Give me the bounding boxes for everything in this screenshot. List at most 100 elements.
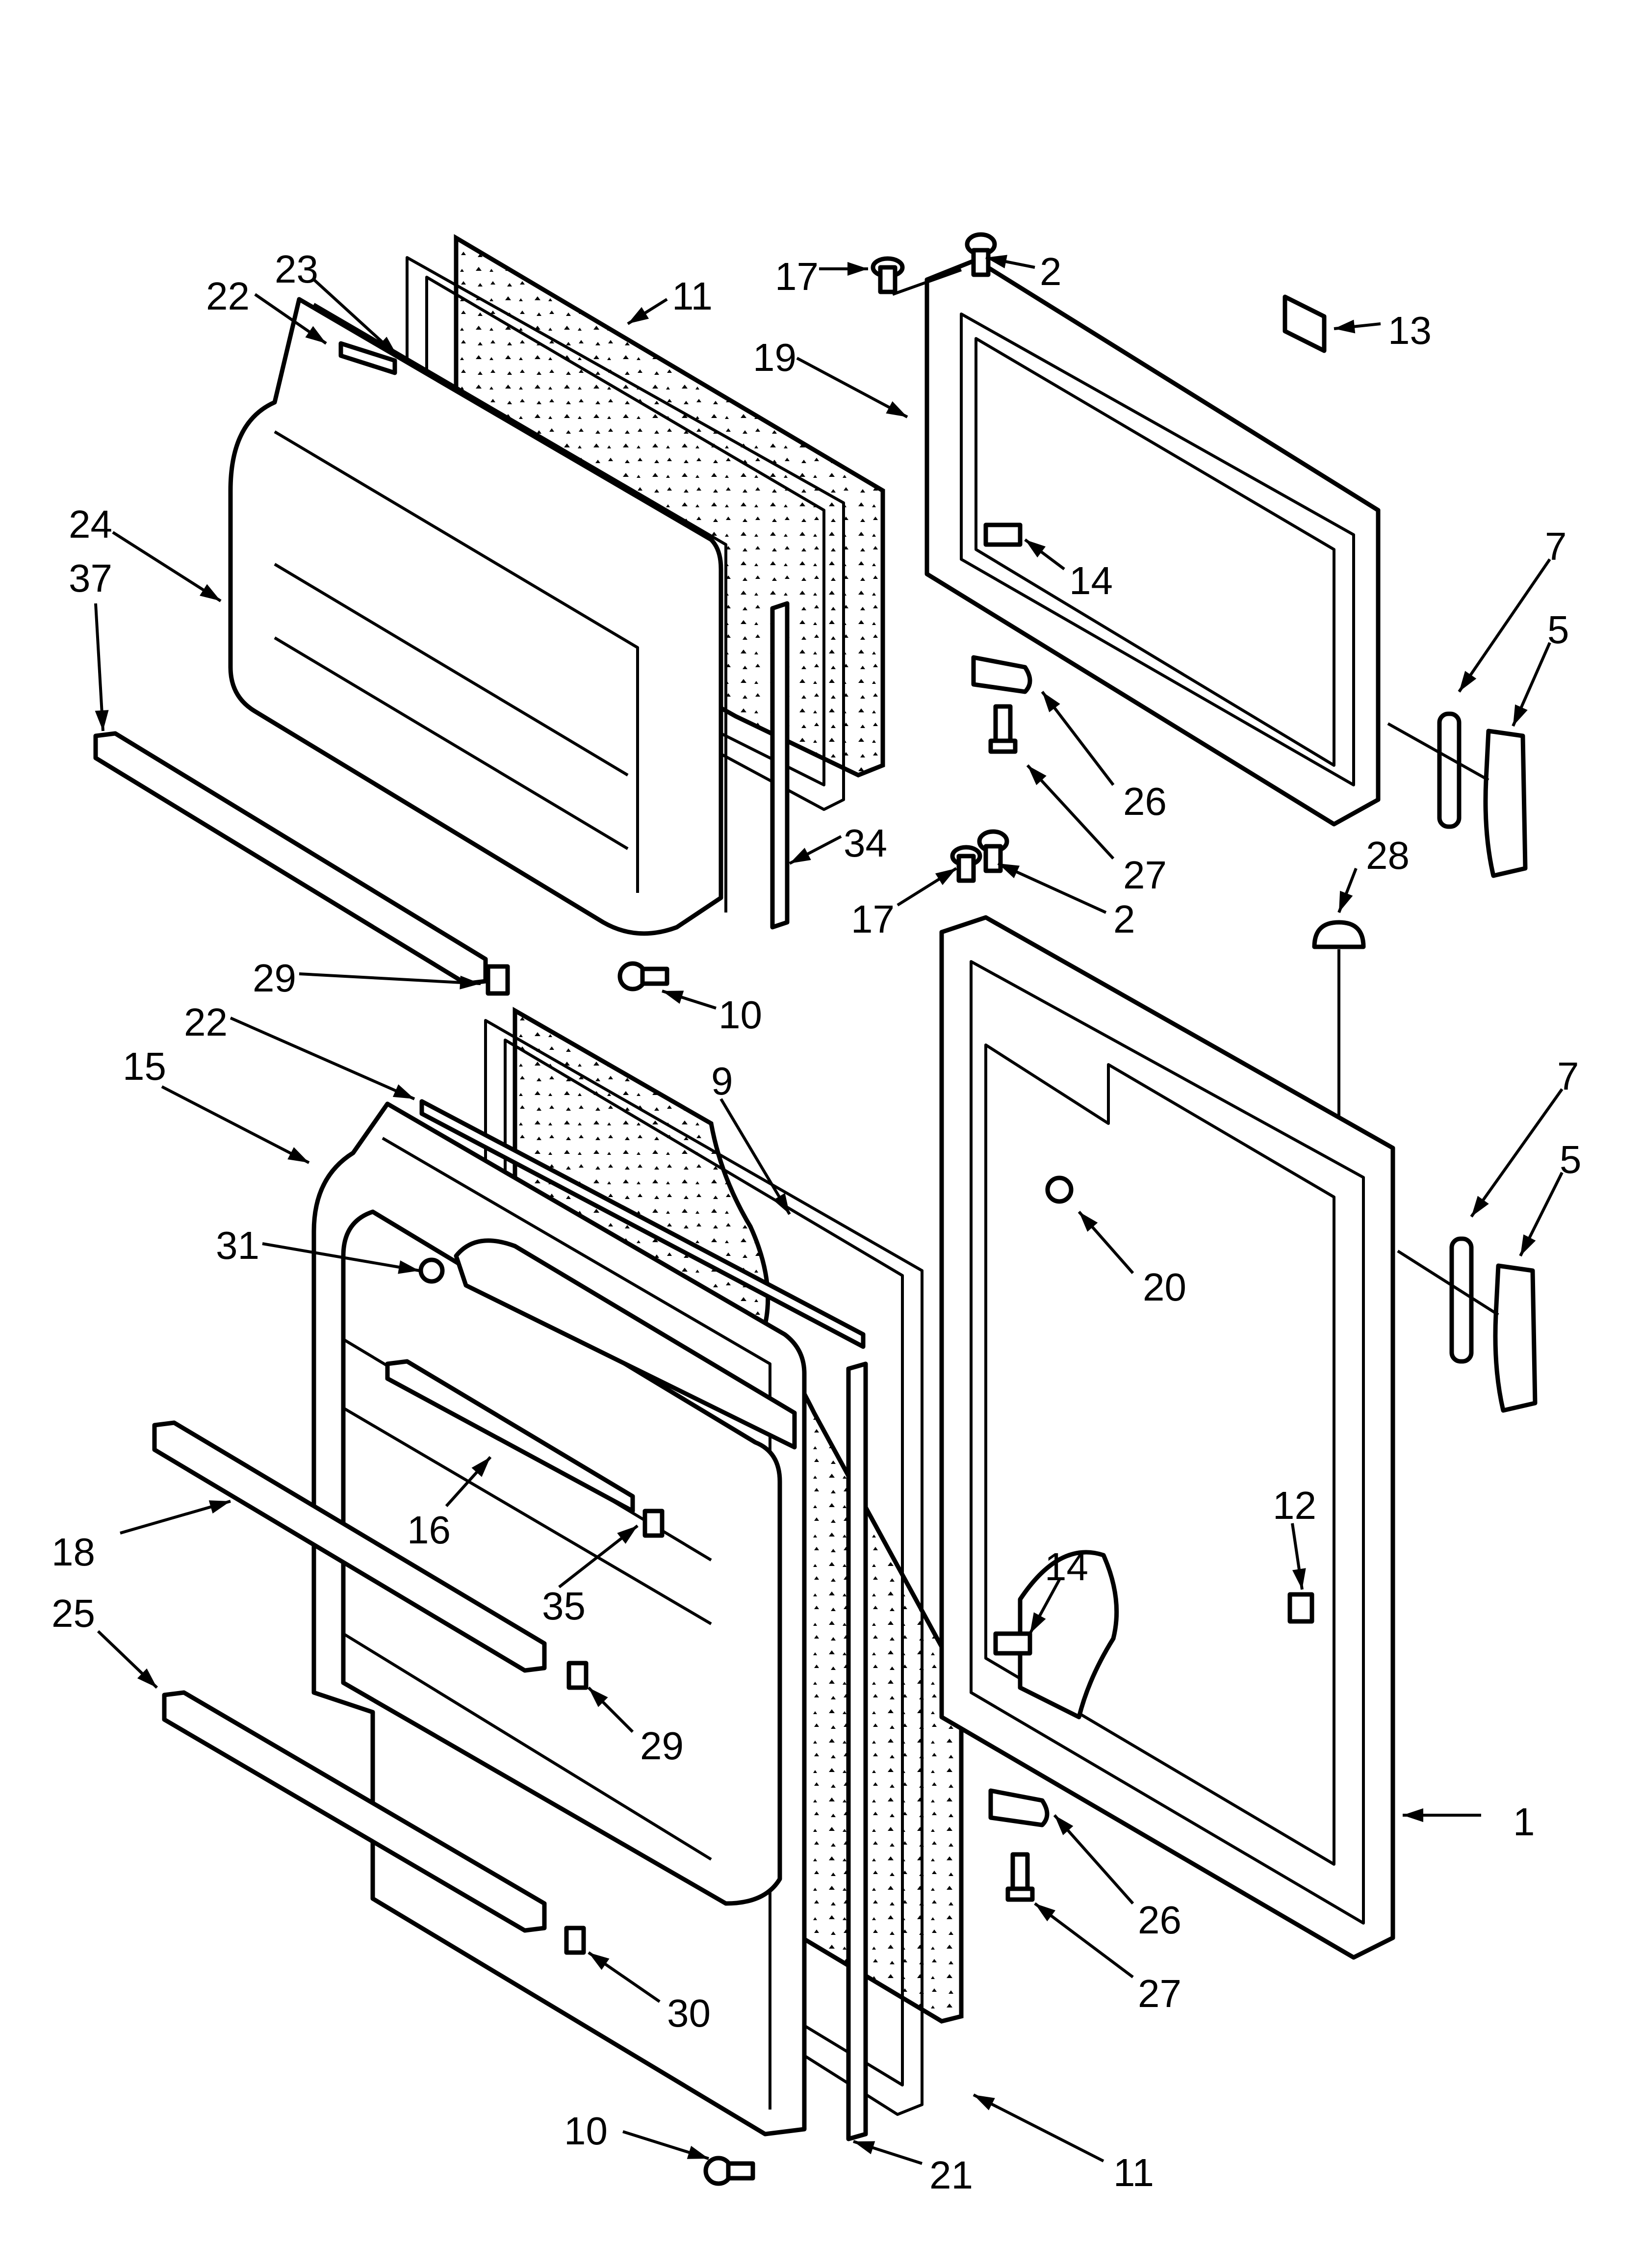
part-7-upper-handle-seal bbox=[1437, 711, 1462, 829]
part-24-shelf-bottom bbox=[274, 636, 629, 850]
callout-label: 20 bbox=[1143, 1265, 1186, 1309]
part-26-lower-hinge bbox=[988, 1788, 1050, 1827]
part-18-shelf-bar bbox=[152, 1420, 547, 1673]
callout-label: 16 bbox=[407, 1508, 451, 1552]
part-21-door-strip bbox=[846, 1361, 868, 2141]
callout-label: 17 bbox=[851, 897, 895, 941]
callout-arrowhead bbox=[1403, 1808, 1423, 1822]
callout-leader-line bbox=[161, 1085, 310, 1164]
handle-alignment-line-upper bbox=[1387, 722, 1489, 782]
callout-label: 5 bbox=[1547, 608, 1569, 652]
callout-leader-line bbox=[973, 2093, 1104, 2163]
part-25-shelf-bar bbox=[162, 1690, 547, 1933]
part-29-lower-clip bbox=[566, 1661, 589, 1690]
callout-leader-line bbox=[94, 603, 104, 731]
callout-arrowhead bbox=[1027, 765, 1047, 785]
callout-arrowhead bbox=[1030, 1612, 1046, 1634]
part-24-freezer-door-liner bbox=[228, 297, 723, 936]
callout-label: 23 bbox=[275, 247, 318, 291]
callout-arrowhead bbox=[200, 584, 221, 601]
part-14-lower-hinge-bracket bbox=[993, 1631, 1032, 1656]
callout-arrowhead bbox=[1334, 319, 1356, 334]
callout-arrowhead bbox=[773, 1193, 790, 1214]
callout-arrowhead bbox=[790, 848, 811, 863]
callout-leaders bbox=[94, 255, 1564, 2165]
callout-arrowhead bbox=[1292, 1568, 1306, 1590]
callout-arrowhead bbox=[1513, 704, 1528, 726]
part-30-shelf-clip bbox=[564, 1926, 586, 1955]
callout-label: 15 bbox=[123, 1044, 166, 1088]
part-5-upper-door-handle bbox=[1483, 729, 1528, 878]
part-13-label bbox=[1283, 294, 1327, 353]
callout-label: 26 bbox=[1123, 780, 1167, 823]
part-1-door-inner-panel bbox=[970, 960, 1365, 1925]
callout-leader-line bbox=[719, 1098, 791, 1215]
callout-label: 22 bbox=[206, 274, 250, 318]
callout-arrowhead bbox=[137, 1668, 157, 1688]
callout-leader-line bbox=[112, 531, 222, 602]
callout-arrowhead bbox=[1042, 692, 1060, 712]
callout-label: 17 bbox=[775, 255, 819, 298]
part-19-door-inner-panel bbox=[960, 313, 1355, 786]
part-26-upper-hinge bbox=[971, 655, 1032, 694]
callout-arrowhead bbox=[853, 2141, 875, 2155]
part-31-door-button bbox=[418, 1257, 445, 1284]
callout-label: 28 bbox=[1366, 834, 1410, 877]
callout-arrowhead bbox=[95, 710, 109, 731]
part-17-leader-dashed bbox=[892, 268, 962, 296]
callout-arrowhead bbox=[974, 2095, 995, 2111]
callout-label: 24 bbox=[69, 502, 112, 546]
part-10-lower-screw bbox=[703, 2156, 755, 2186]
callout-label: 14 bbox=[1045, 1545, 1088, 1589]
callout-label: 31 bbox=[216, 1224, 259, 1267]
part-15-shelf-line-3 bbox=[342, 1632, 712, 1861]
callout-leader-line bbox=[1458, 558, 1551, 693]
callout-arrowhead bbox=[471, 1457, 490, 1477]
callout-label: 18 bbox=[51, 1530, 95, 1574]
part-2-lower-screw bbox=[977, 829, 1009, 873]
callout-arrowhead bbox=[935, 868, 956, 886]
callout-label: 26 bbox=[1138, 1898, 1181, 1942]
callout-arrowhead bbox=[377, 337, 397, 356]
callout-label: 2 bbox=[1113, 897, 1135, 941]
callout-arrowhead bbox=[589, 1688, 608, 1707]
callout-label: 35 bbox=[542, 1584, 586, 1628]
part-1-cutaway bbox=[1018, 1550, 1119, 1720]
part-24-shelf-divider bbox=[274, 563, 629, 777]
part-16-shelf-trim bbox=[385, 1359, 635, 1513]
fresh-food-door-assembly bbox=[152, 1007, 964, 2186]
callout-label: 30 bbox=[667, 1991, 711, 2035]
callout-label: 19 bbox=[753, 336, 796, 379]
part-35-shelf-clip bbox=[642, 1509, 665, 1538]
callout-arrowhead bbox=[886, 401, 907, 417]
part-5-lower-door-handle bbox=[1493, 1263, 1538, 1413]
part-27-lower-screw bbox=[1005, 1852, 1035, 1902]
part-28-hole-plug bbox=[1312, 920, 1366, 949]
callout-label: 25 bbox=[51, 1591, 95, 1635]
part-24-shelf-edge bbox=[274, 430, 639, 893]
callout-label: 29 bbox=[253, 956, 296, 1000]
callout-arrowhead bbox=[287, 1147, 309, 1163]
part-2-upper-screw bbox=[965, 232, 997, 277]
part-22-lower-retainer bbox=[419, 1099, 866, 1349]
callout-arrowhead bbox=[398, 1260, 419, 1274]
callout-leader-line bbox=[299, 972, 481, 985]
callout-label: 27 bbox=[1123, 853, 1167, 897]
callout-label: 7 bbox=[1545, 524, 1567, 568]
part-1-door-inner-recess bbox=[984, 1043, 1335, 1866]
part-29-upper-clip bbox=[486, 964, 510, 996]
callout-arrowhead bbox=[986, 255, 1007, 268]
part-7-lower-handle-seal bbox=[1449, 1236, 1474, 1364]
callout-label: 12 bbox=[1273, 1484, 1316, 1527]
callout-arrowhead bbox=[1459, 671, 1477, 692]
callout-arrowhead bbox=[1339, 890, 1353, 912]
callout-labels: 1225577910101111121314141516171718192021… bbox=[51, 247, 1582, 2197]
part-12-door-closer bbox=[1287, 1592, 1314, 1624]
callout-arrowhead bbox=[1471, 1196, 1489, 1217]
callout-leader-line bbox=[262, 1242, 420, 1272]
part-17-lower-hinge-pin bbox=[950, 845, 982, 883]
callout-label: 11 bbox=[1113, 2151, 1154, 2194]
callout-arrowhead bbox=[1035, 1903, 1055, 1922]
freezer-outer-door bbox=[871, 232, 1381, 827]
